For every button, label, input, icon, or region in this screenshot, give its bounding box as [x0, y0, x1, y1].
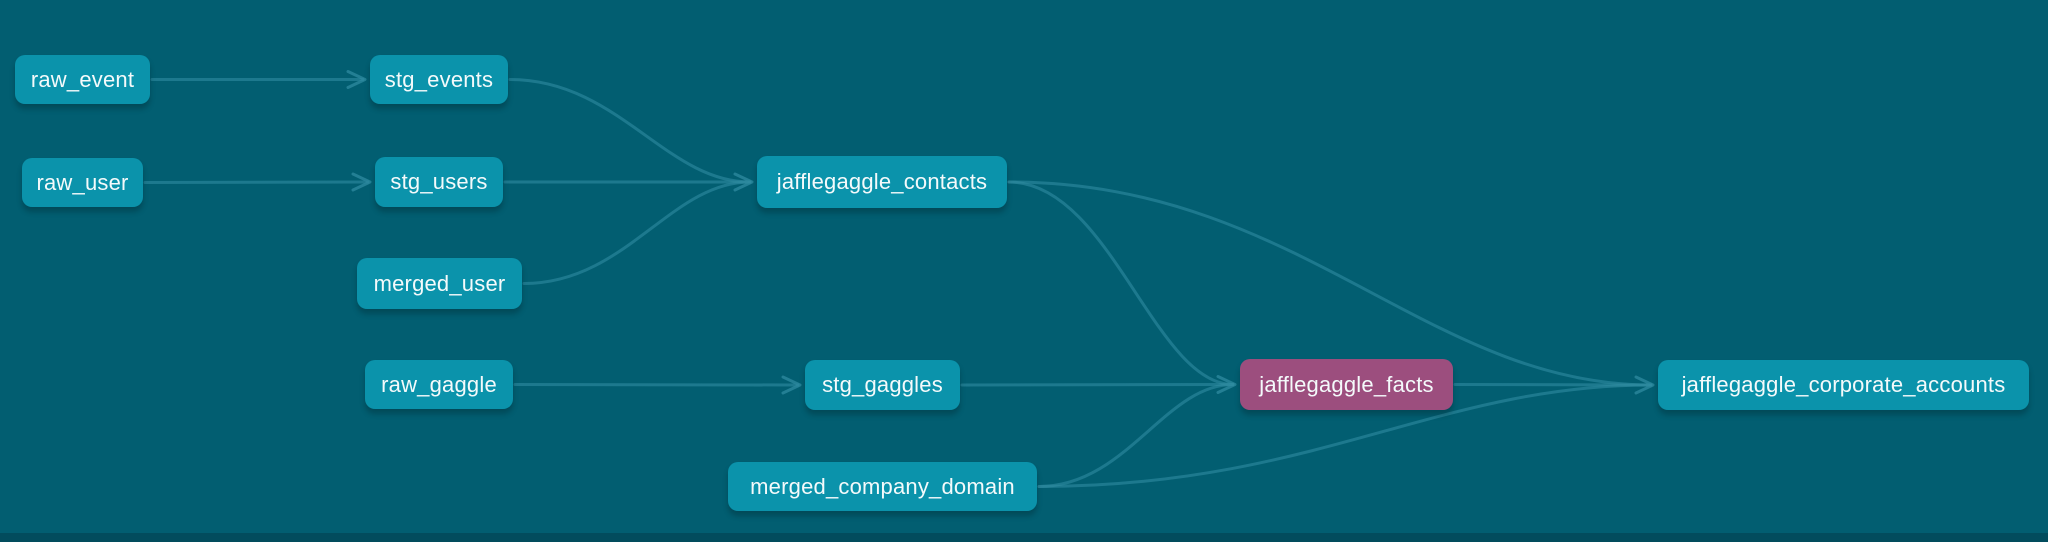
node-label: merged_user	[373, 270, 506, 296]
node-raw_gaggle[interactable]: raw_gaggle	[365, 360, 513, 409]
lineage-edge	[1037, 383, 1653, 488]
node-raw_user[interactable]: raw_user	[22, 158, 143, 207]
edge-arrowhead-icon	[733, 172, 754, 192]
lineage-edge	[513, 383, 800, 387]
lineage-edge	[522, 180, 752, 285]
lineage-edge	[1007, 180, 1235, 386]
lineage-edge	[143, 180, 370, 184]
edge-arrowhead-icon	[781, 375, 802, 395]
node-stg_users[interactable]: stg_users	[375, 157, 503, 207]
node-stg_events[interactable]: stg_events	[370, 55, 508, 104]
node-label: raw_event	[30, 66, 135, 92]
node-merged_company_domain[interactable]: merged_company_domain	[728, 462, 1037, 511]
node-stg_gaggles[interactable]: stg_gaggles	[805, 360, 960, 410]
lineage-edge	[960, 383, 1235, 387]
node-label: merged_company_domain	[750, 473, 1015, 499]
lineage-edge	[508, 78, 752, 184]
node-jafflegaggle_contacts[interactable]: jafflegaggle_contacts	[757, 156, 1007, 208]
lineage-edge	[1037, 383, 1235, 488]
lineage-edge	[1007, 180, 1653, 387]
node-label: jafflegaggle_facts	[1259, 371, 1434, 397]
node-label: stg_users	[390, 169, 488, 194]
node-jafflegaggle_facts[interactable]: jafflegaggle_facts	[1240, 359, 1453, 410]
edge-arrowhead-icon	[1216, 375, 1237, 394]
node-label: stg_events	[384, 66, 494, 92]
node-raw_event[interactable]: raw_event	[15, 55, 150, 104]
node-label: raw_user	[36, 169, 129, 195]
edge-arrowhead-icon	[351, 172, 372, 192]
node-label: jafflegaggle_contacts	[776, 169, 988, 194]
node-jafflegaggle_corporate_accounts[interactable]: jafflegaggle_corporate_accounts	[1658, 360, 2029, 410]
node-merged_user[interactable]: merged_user	[357, 258, 522, 309]
node-label: raw_gaggle	[381, 371, 497, 397]
bottom-bar	[0, 533, 2048, 542]
edge-arrowhead-icon	[346, 70, 367, 89]
node-label: stg_gaggles	[822, 372, 943, 397]
node-label: jafflegaggle_corporate_accounts	[1681, 372, 2006, 397]
edge-arrowhead-icon	[1634, 375, 1655, 395]
